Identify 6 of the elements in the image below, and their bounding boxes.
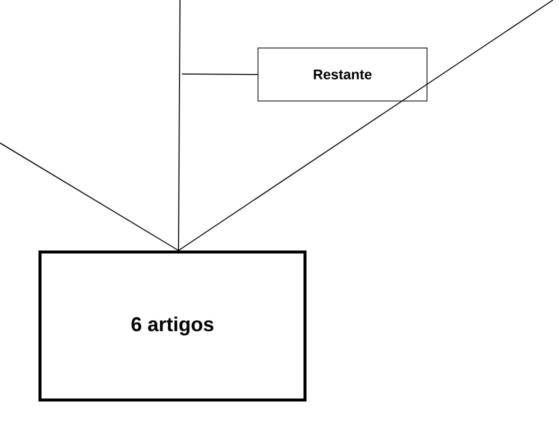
label-box: Restante: [258, 48, 428, 102]
leader-line: [182, 74, 258, 75]
line: [178, 0, 554, 251]
label-box: 6 artigos: [38, 250, 306, 402]
line: [0, 142, 179, 251]
line: [178, 0, 180, 251]
